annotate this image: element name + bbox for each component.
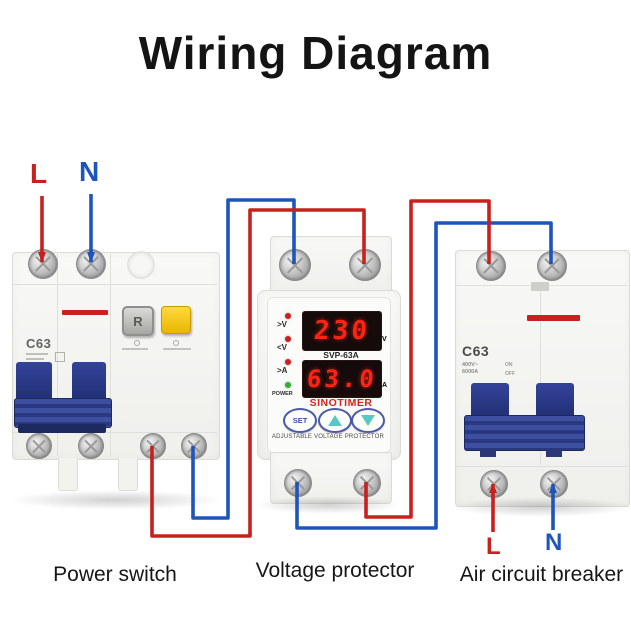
indicator-text [163, 348, 191, 350]
toggle-base [546, 449, 562, 457]
live-input-label: L [30, 158, 48, 189]
overcurrent-led [285, 359, 291, 365]
set-button[interactable]: SET [283, 408, 317, 433]
overvoltage-label: >V [277, 320, 288, 329]
neutral-input-label: N [79, 156, 100, 187]
divider [57, 254, 58, 456]
undervoltage-label: <V [277, 343, 288, 352]
divider [456, 466, 627, 467]
indicator-mark [173, 340, 179, 346]
spec-text [26, 358, 44, 360]
on-marking: ON [505, 362, 513, 368]
divider [13, 284, 217, 285]
brand-label: SINOTIMER [309, 397, 373, 409]
terminal-screw [353, 469, 381, 497]
spec-symbol [55, 352, 65, 362]
terminal-screw [181, 433, 207, 459]
down-arrow-icon [361, 415, 375, 426]
terminal-screw [140, 433, 166, 459]
breaker-toggle-bar[interactable] [14, 398, 112, 428]
up-arrow-icon [328, 415, 342, 426]
terminal-hole [127, 251, 155, 279]
status-indicator-line [527, 315, 580, 321]
reset-button-label: R [133, 313, 143, 329]
terminal-screw [284, 469, 312, 497]
toggle-base [18, 424, 106, 433]
terminal-screw [26, 433, 52, 459]
ground-shadow [450, 497, 631, 517]
current-value: 63.0 [305, 365, 379, 393]
divider [13, 432, 217, 433]
increase-button[interactable] [318, 408, 352, 433]
voltage-unit: V [382, 336, 387, 343]
reset-button[interactable]: R [122, 306, 154, 336]
breaker-toggle-bar[interactable] [464, 415, 585, 451]
page-title: Wiring Diagram [138, 27, 493, 79]
divider [110, 254, 111, 456]
overvoltage-led [285, 313, 291, 319]
air-breaker-model: C63 [462, 343, 490, 359]
voltage-display: 230 [302, 311, 382, 351]
power-switch-caption: Power switch [53, 563, 177, 586]
neutral-output-label: N [545, 529, 563, 556]
terminal-screw [480, 470, 508, 498]
toggle-base [480, 449, 496, 457]
decrease-button[interactable] [351, 408, 385, 433]
set-button-label: SET [292, 416, 308, 425]
rail-slot [531, 282, 549, 291]
din-clip [58, 458, 78, 491]
status-indicator-line [62, 310, 108, 315]
overcurrent-label: >A [277, 366, 288, 375]
test-button[interactable] [161, 306, 191, 334]
ground-shadow [256, 496, 400, 514]
indicator-mark [134, 340, 140, 346]
air-circuit-breaker-caption: Air circuit breaker [459, 563, 624, 586]
terminal-screw [349, 249, 381, 281]
terminal-screw [76, 249, 106, 279]
terminal-screw [537, 251, 567, 281]
terminal-screw [476, 251, 506, 281]
terminal-screw [28, 249, 58, 279]
terminal-screw [78, 433, 104, 459]
terminal-screw [540, 470, 568, 498]
spec-current: 6000A [462, 369, 479, 375]
current-unit: A [382, 382, 388, 389]
power-switch-model: C63 [26, 336, 52, 351]
voltage-protector-footer: ADJUSTABLE VOLTAGE PROTECTOR [271, 434, 385, 440]
current-display: 63.0 [302, 360, 382, 398]
ground-shadow [8, 490, 222, 510]
spec-text [26, 353, 48, 355]
off-marking: OFF [505, 371, 515, 377]
indicator-text [122, 348, 148, 350]
power-led-label: POWER [272, 391, 293, 397]
voltage-protector-model: SVP-63A [323, 350, 359, 360]
spec-voltage: 400V~ [462, 362, 479, 368]
voltage-value: 230 [312, 316, 372, 346]
din-clip [118, 458, 138, 491]
terminal-screw [279, 249, 311, 281]
undervoltage-led [285, 336, 291, 342]
voltage-protector-caption: Voltage protector [255, 559, 415, 582]
power-led [285, 382, 291, 388]
live-output-label: L [486, 533, 501, 560]
